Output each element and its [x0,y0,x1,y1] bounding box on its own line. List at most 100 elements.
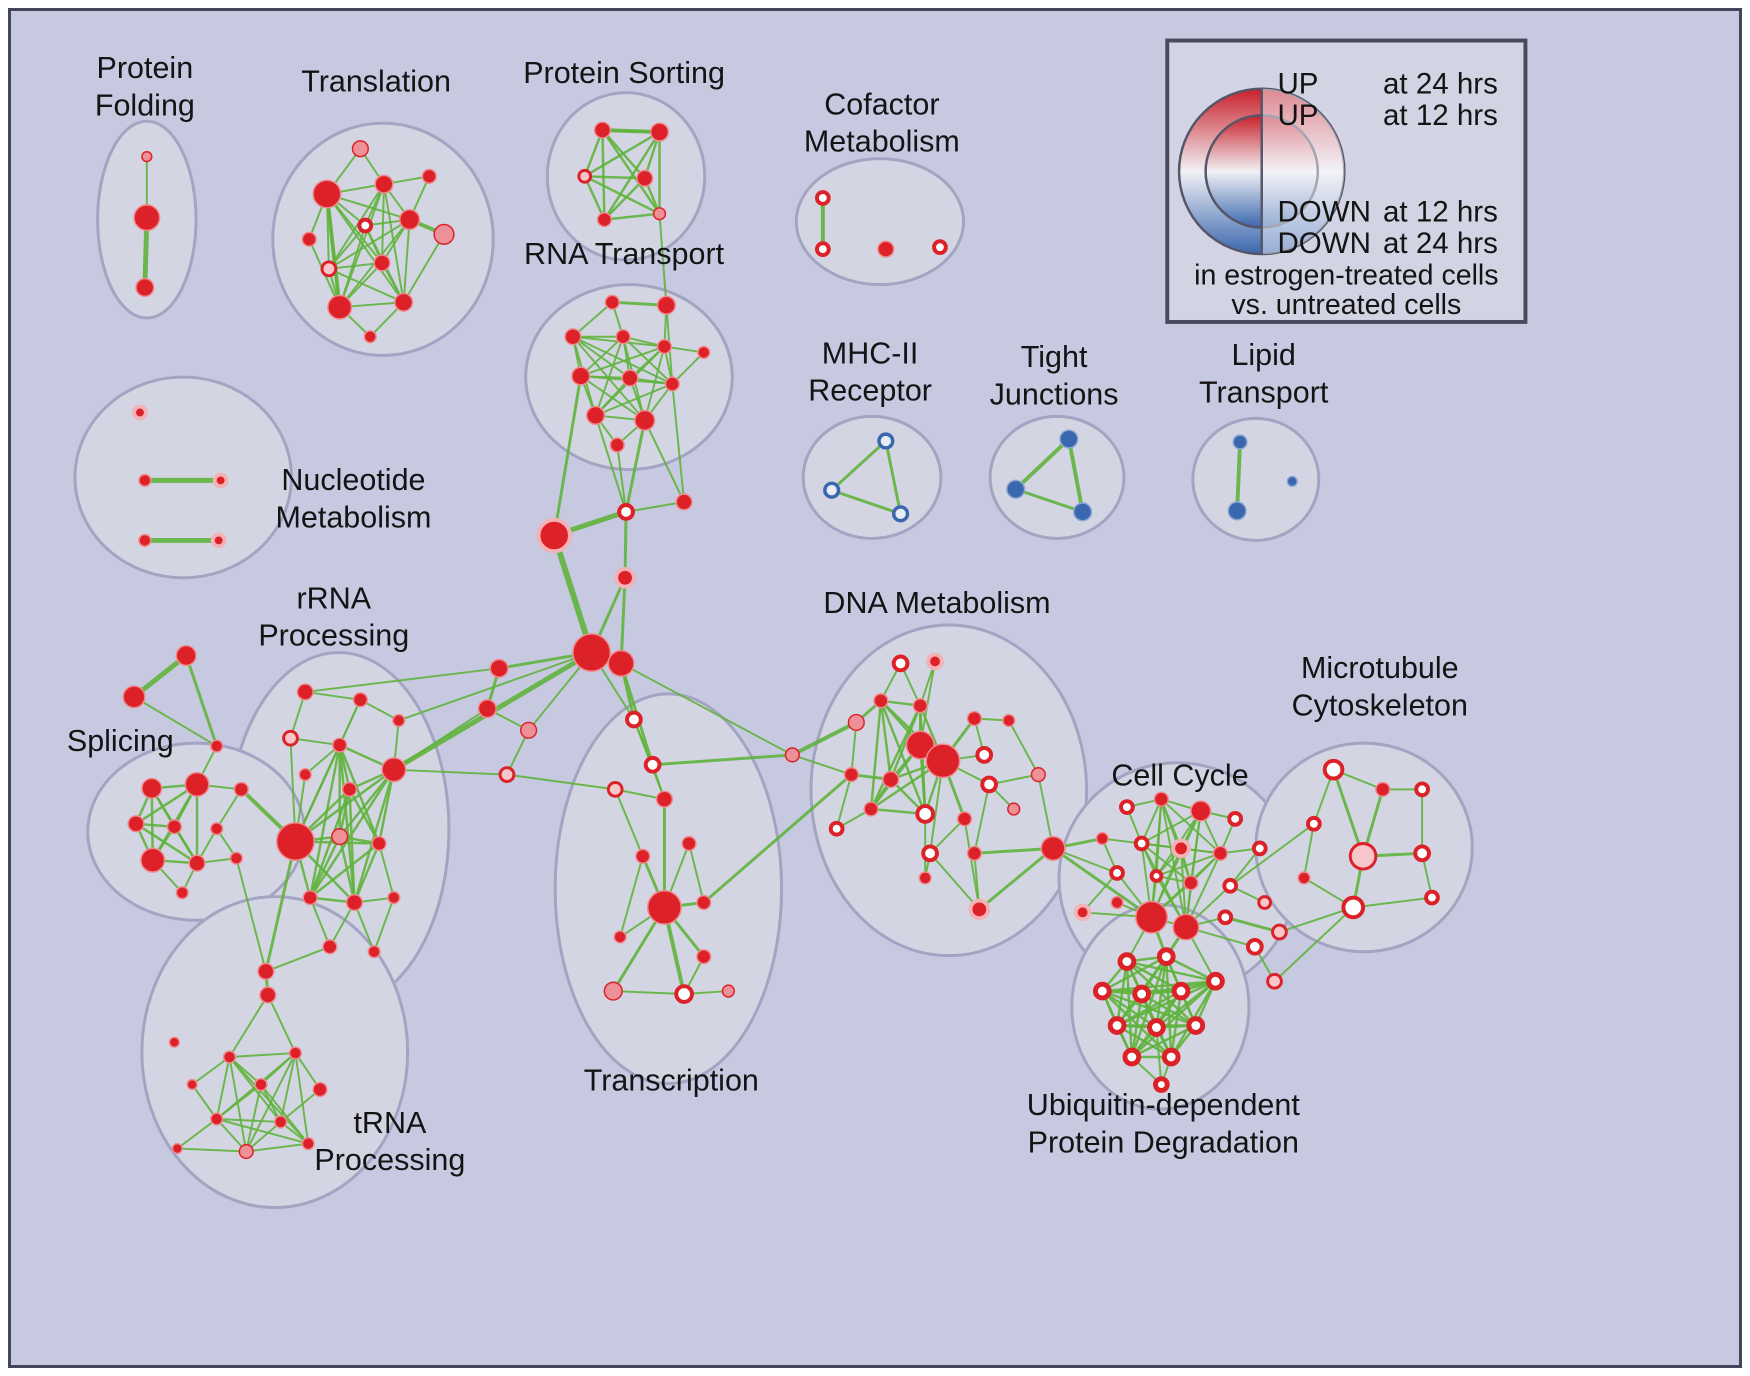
network-edge [658,212,668,307]
network-node-cf2 [814,241,831,258]
network-node-cf4 [932,239,948,256]
network-node-tl10 [373,254,391,272]
network-node-tx12 [674,984,694,1004]
network-edge [929,852,981,911]
network-edge [402,233,445,304]
network-edge [1051,846,1153,919]
network-node-sp3 [233,781,249,797]
network-edge [973,783,991,855]
network-node-rn10 [585,405,606,426]
network-node-rn7 [571,366,591,386]
network-edge [259,1083,282,1123]
network-node-pf3 [135,277,155,298]
network-node-cc8 [1212,845,1229,861]
network-node-rr11 [371,835,387,852]
legend-up-12-direction: UP [1277,99,1318,132]
network-node-dm7 [1002,713,1016,728]
network-node-nu1 [132,404,148,421]
network-edge [279,1088,322,1123]
network-node-sp2 [184,771,210,797]
network-node-dm12 [882,770,900,789]
network-node-tx2 [643,755,662,774]
network-node-cc4 [1227,811,1244,827]
network-edge [1303,822,1315,879]
network-node-rn12 [609,437,625,453]
network-edge [348,788,381,845]
network-node-mc8 [1341,895,1366,920]
network-edge [245,1083,262,1153]
network-node-cc16 [1217,909,1234,926]
network-node-cc14 [1135,900,1168,934]
network-node-tx5 [681,835,697,852]
network-node-dm16 [915,804,936,824]
legend-up-12-time: at 12 hrs [1383,99,1498,132]
network-node-rn9 [664,376,680,392]
network-node-sp10 [175,886,189,900]
network-node-h6 [607,649,635,677]
network-edge [1229,822,1315,887]
network-node-dm3 [847,713,865,732]
network-node-mc2 [1375,781,1391,797]
network-node-tl6 [357,217,374,234]
network-node-rr10 [331,827,349,846]
network-edge [643,345,666,422]
network-node-mc3 [1414,781,1430,798]
network-node-mc6 [1413,844,1431,863]
cluster-ellipse-nucleotide-metabolism [73,375,293,580]
network-edge [579,375,646,422]
cluster-label-translation: Translation [301,65,451,99]
network-node-ub3 [1092,981,1112,1001]
network-edge [624,418,647,514]
network-edge [869,704,922,811]
network-edge [1130,955,1168,1059]
network-edge [620,662,794,756]
network-edge [304,690,362,701]
network-edge [1101,980,1217,993]
network-edge [228,1056,248,1153]
network-node-mh1 [877,432,895,450]
network-node-dm17 [956,811,973,827]
network-edge [215,1118,310,1145]
network-node-rn2 [656,295,676,315]
network-node-tl5 [301,231,317,247]
network-node-dm2 [926,652,944,671]
cluster-ellipse-protein-sorting [545,91,707,262]
network-node-dm19 [828,820,845,837]
network-edge [671,382,686,504]
network-node-cf3 [877,240,895,258]
network-node-mh2 [823,481,841,499]
network-node-tr6 [312,1081,328,1098]
cluster-ellipse-transcription [553,692,783,1086]
network-node-hx1 [1073,903,1092,922]
network-node-dm9 [925,743,961,779]
network-edge [348,788,356,904]
network-edge [622,335,674,385]
network-node-tl7 [398,209,421,231]
network-edge [1115,980,1217,1027]
network-edge [279,1052,297,1123]
network-edge [1273,906,1355,983]
network-node-tj1 [1059,429,1079,449]
network-edge [623,510,628,580]
network-node-ps6 [652,207,667,221]
network-node-c1 [784,747,800,763]
network-node-lp2 [1227,501,1247,521]
network-edge [215,1083,262,1120]
network-node-dm10 [975,746,994,764]
network-edge [616,443,628,513]
network-edge [869,699,883,811]
network-edge [215,1118,282,1123]
network-edge [603,130,661,221]
network-edge [184,654,219,748]
network-node-tr2 [222,1050,237,1064]
network-node-rr17 [257,962,275,981]
network-node-rr12 [302,889,318,906]
network-node-ub8 [1147,1018,1166,1037]
